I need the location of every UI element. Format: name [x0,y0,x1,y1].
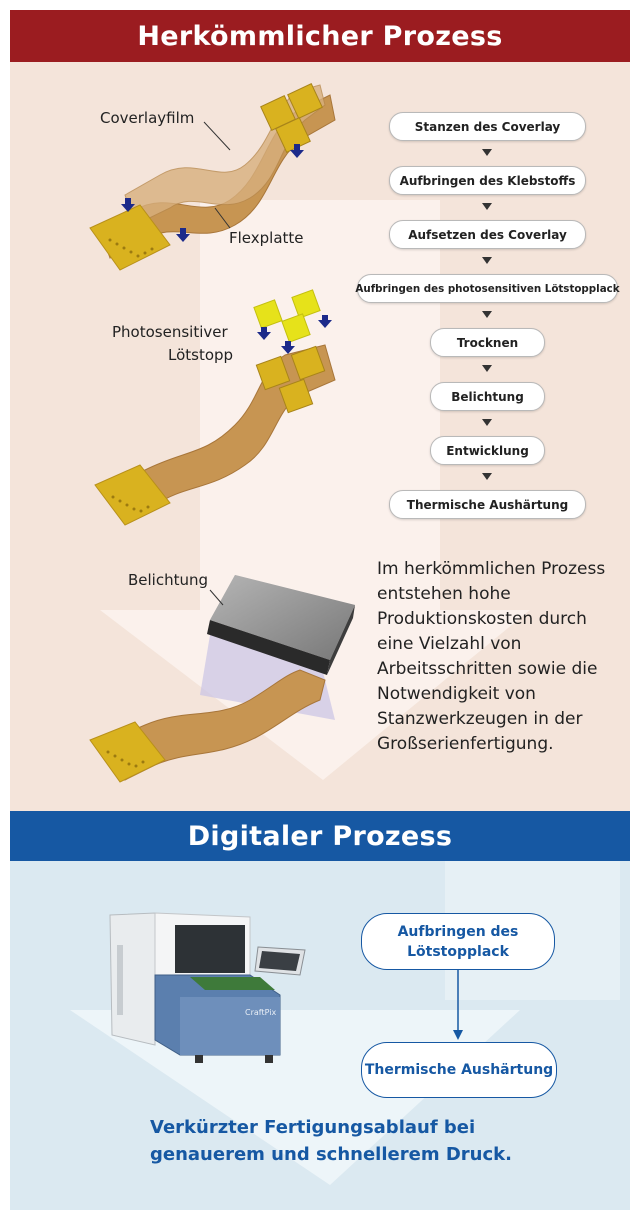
step-1: Stanzen des Coverlay [389,112,586,141]
step-arrow-2 [482,203,492,210]
step-arrow-6 [482,419,492,426]
digital-summary: Verkürzter Fertigungsablauf bei genauere… [150,1114,530,1168]
step-arrow-5 [482,365,492,372]
digital-step-arrow [453,970,463,1040]
conventional-title: Herkömmlicher Prozess [10,10,630,62]
digital-step-1: Aufbringen des Lötstopplack [361,913,555,970]
solder-label-line2: Lötstopp [168,346,234,364]
step-6: Belichtung [430,382,545,411]
exposure-label: Belichtung [128,571,209,589]
solder-label-line1: Photosensitiver [112,323,228,341]
flex-label: Flexplatte [229,229,304,247]
step-4: Aufbringen des photosensitiven Lötstoppl… [355,274,620,303]
step-7: Entwicklung [430,436,545,465]
summary-line-1: Verkürzter Fertigungsablauf bei [150,1117,476,1138]
coverlay-flex-illustration [89,83,336,271]
step-arrow-1 [482,149,492,156]
step-arrow-4 [482,311,492,318]
step-8: Thermische Aushärtung [389,490,586,519]
printer-machine-illustration [109,912,306,1063]
exposure-illustration [89,575,355,783]
step-arrow-3 [482,257,492,264]
digital-title: Digitaler Prozess [10,811,630,861]
solder-mask-illustration [94,289,336,526]
summary-line-2: genauerem und schnellerem Druck. [150,1144,512,1165]
conventional-description: Im herkömmlichen Prozess entstehen hohe … [377,559,606,754]
coverlay-label: Coverlayfilm [100,109,195,127]
step-5: Trocknen [430,328,545,357]
digital-step-2: Thermische Aushärtung [361,1042,557,1098]
step-arrow-7 [482,473,492,480]
machine-brand: CraftPix [245,1008,277,1017]
step-3: Aufsetzen des Coverlay [389,220,586,249]
step-2: Aufbringen des Klebstoffs [389,166,586,195]
